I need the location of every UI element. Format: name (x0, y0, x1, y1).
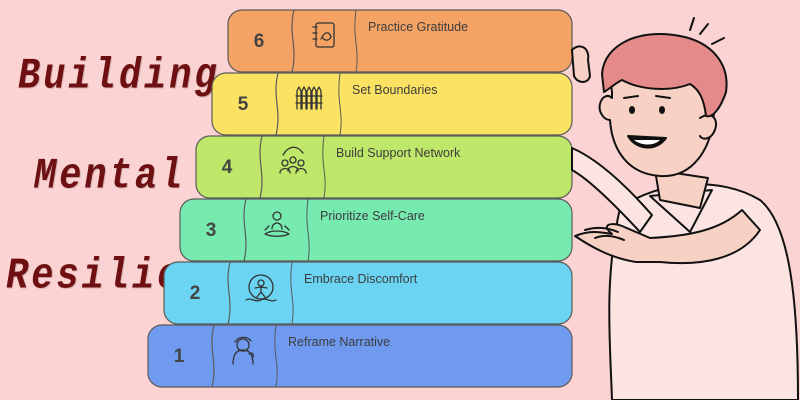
step-divider-secondary-2 (290, 261, 294, 325)
meditation-icon (264, 211, 290, 237)
title-line-mental: Mental (34, 152, 186, 202)
step-bar-1 (147, 324, 573, 388)
step-bar-3 (179, 198, 573, 262)
staircase (147, 9, 573, 388)
step-label: Embrace Discomfort (304, 272, 418, 286)
step-divider-secondary-1 (274, 324, 278, 388)
step-divider-5 (275, 72, 279, 136)
step-label: Practice Gratitude (368, 20, 469, 34)
step-divider-2 (227, 261, 231, 325)
step-number: 1 (173, 346, 185, 367)
step-label: Set Boundaries (352, 83, 438, 97)
step-divider-3 (243, 198, 247, 262)
step-number: 5 (237, 94, 249, 115)
step-number: 2 (189, 283, 201, 304)
step-divider-secondary-4 (322, 135, 326, 199)
fence-icon (295, 86, 323, 110)
cartoon-man-illustration (571, 17, 799, 400)
step-divider-secondary-5 (338, 72, 342, 136)
step-bar-6 (227, 9, 573, 73)
step-number: 3 (205, 220, 217, 241)
step-number: 4 (221, 157, 233, 178)
step-number: 6 (253, 31, 265, 52)
step-divider-1 (211, 324, 215, 388)
people-network-icon (279, 146, 307, 174)
step-divider-6 (291, 9, 295, 73)
step-bar-5 (211, 72, 573, 136)
step-divider-4 (259, 135, 263, 199)
title-line-building: Building (18, 52, 220, 102)
step-divider-secondary-3 (306, 198, 310, 262)
journal-icon (312, 22, 335, 48)
step-label: Prioritize Self-Care (320, 209, 425, 223)
person-in-circle-icon (245, 274, 277, 302)
person-thinking-icon (232, 336, 254, 365)
step-bar-2 (163, 261, 573, 325)
step-label: Build Support Network (336, 146, 461, 160)
step-label: Reframe Narrative (288, 335, 391, 349)
step-divider-secondary-6 (354, 9, 358, 73)
